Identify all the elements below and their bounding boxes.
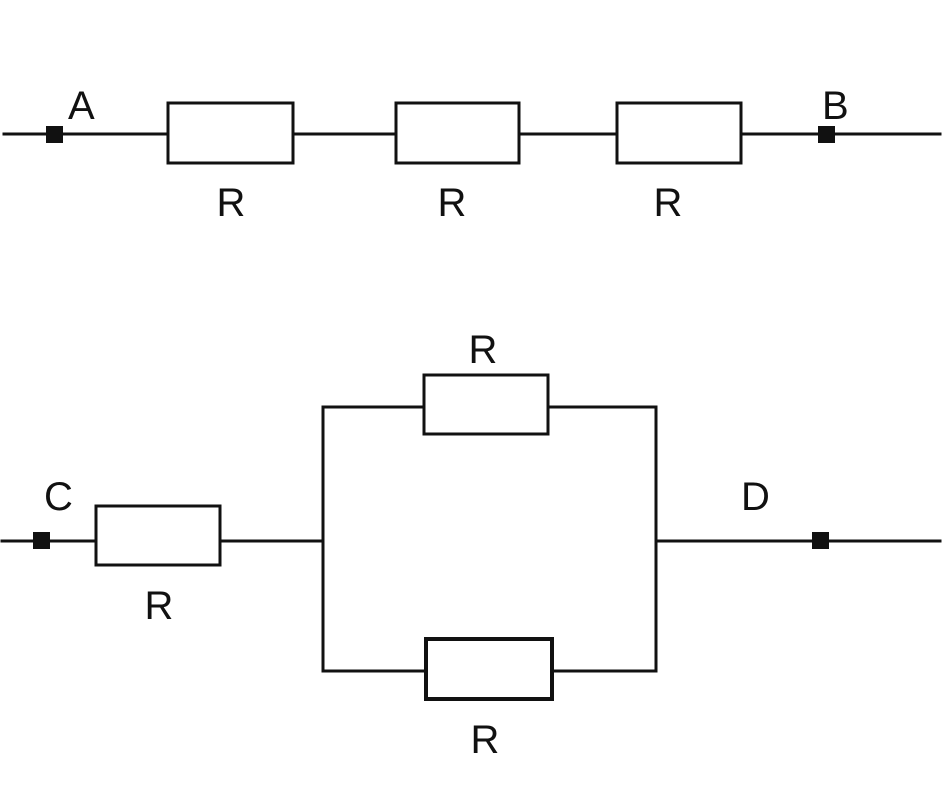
- terminal-a-node: [46, 126, 63, 143]
- terminal-b-node: [818, 126, 835, 143]
- series-resistor-3: [615, 101, 743, 165]
- parallel-top-resistor: [422, 373, 550, 436]
- mixed-series-resistor-label: R: [145, 584, 174, 628]
- series-circuit: A B R R R: [2, 84, 942, 225]
- series-resistor-3-label: R: [654, 181, 683, 225]
- series-resistor-2-label: R: [438, 181, 467, 225]
- terminal-c-node: [33, 532, 50, 549]
- terminal-d-node: [812, 532, 829, 549]
- series-resistor-1-label: R: [217, 181, 246, 225]
- series-resistor-1: [166, 101, 295, 165]
- terminal-c-label: C: [44, 475, 73, 519]
- mixed-series-resistor: [94, 504, 222, 567]
- terminal-a-label: A: [68, 84, 95, 128]
- terminal-b-label: B: [822, 84, 849, 128]
- series-resistor-2: [394, 101, 521, 165]
- parallel-bottom-resistor: [424, 637, 554, 701]
- parallel-top-resistor-label: R: [469, 328, 498, 372]
- mixed-circuit: C D R R R: [0, 328, 942, 762]
- terminal-d-label: D: [741, 475, 770, 519]
- parallel-bottom-resistor-label: R: [471, 718, 500, 762]
